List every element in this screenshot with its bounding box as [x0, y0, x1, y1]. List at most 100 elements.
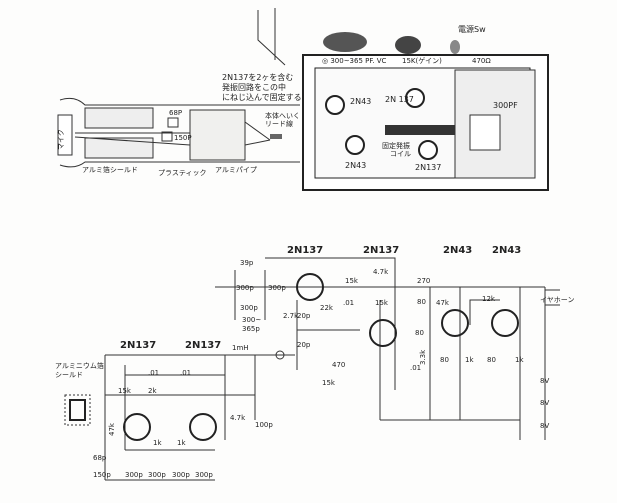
label-vc-365: 365p	[242, 325, 260, 333]
label-vc: ◎ 300~365 PF. VC	[322, 57, 387, 65]
transistor-2n43-a	[441, 309, 469, 337]
label-15k-c: 15k	[118, 387, 132, 395]
pickup-coil	[69, 399, 86, 421]
label-270: 270	[417, 277, 430, 285]
transistor-2n137-c	[123, 413, 151, 441]
label-2n137-c: 2N137	[120, 340, 156, 351]
label-300p-3: 300p	[172, 471, 190, 479]
label-8v-3: 8V	[540, 422, 549, 430]
gain-knob	[395, 36, 421, 54]
label-300p-c: 300p	[240, 304, 258, 312]
transistor-2n43-b	[345, 135, 365, 155]
label-2n137-amp: 2N137	[363, 245, 399, 256]
label-300p-a: 300p	[236, 284, 254, 292]
lead-wire	[270, 134, 282, 139]
label-coil: マイク	[57, 129, 65, 150]
label-300p-1: 300p	[125, 471, 143, 479]
label-power-sw: 電源Sw	[458, 25, 486, 34]
label-300p-4: 300p	[195, 471, 213, 479]
label-coil-2: コイル	[390, 150, 411, 158]
label-01-d: .01	[180, 369, 191, 377]
label-01-b: .01	[410, 364, 421, 372]
label-t1: 2N43	[350, 97, 371, 106]
transistor-2n43-a	[325, 95, 345, 115]
label-15k-b: 15k	[375, 299, 389, 307]
label-t4: 2N137	[415, 163, 441, 172]
label-80-a: 80	[417, 298, 426, 306]
label-1mh: 1mH	[232, 344, 249, 352]
label-470: 470	[332, 361, 345, 369]
oscillator-block	[189, 109, 246, 161]
label-2k: 2k	[148, 387, 157, 395]
label-1k-b: 1k	[515, 356, 524, 364]
transistor-2n43-b	[491, 309, 519, 337]
earphone-leads	[545, 289, 560, 306]
label-1k-a: 1k	[465, 356, 474, 364]
label-12k: 12k	[482, 295, 496, 303]
label-earphone: イヤホーン	[540, 296, 574, 304]
label-shield-1: アルミニウム箔	[55, 361, 104, 370]
label-68p: 68P	[169, 109, 182, 117]
label-shield-2: シールド	[55, 371, 83, 379]
label-20p-a: 20p	[297, 312, 311, 320]
label-4.7k-a: 4.7k	[373, 268, 389, 276]
label-4.7k-b: 4.7k	[230, 414, 246, 422]
label-22k: 22k	[320, 304, 334, 312]
transistor-2n137-d	[189, 413, 217, 441]
label-47k: 47k	[436, 299, 450, 307]
transistor-2n137-b	[418, 140, 438, 160]
probe-drawing: 2N137を2ヶを含む 発振回路をこの中 にねじ込んで固定する 68P 150P…	[57, 8, 302, 177]
label-300p-b: 300p	[268, 284, 286, 292]
transistor-2n137-amp	[369, 319, 397, 347]
label-8v-2: 8V	[540, 399, 549, 407]
label-150p: 150p	[93, 471, 111, 479]
note-line-2: 発振回路をこの中	[222, 82, 286, 92]
label-80-d: 80	[487, 356, 496, 364]
plastic-block-top	[84, 107, 154, 129]
label-gain: 15K(ゲイン)	[402, 56, 442, 65]
label-t3: 2N43	[345, 161, 366, 170]
label-vc-300: 300~	[242, 316, 261, 324]
pointer-lines	[257, 8, 286, 66]
connector-jack	[275, 350, 285, 360]
label-alu-pipe: アルミパイプ	[215, 166, 257, 174]
label-plastic: プラスティック	[158, 169, 206, 177]
plastic-block-bottom	[84, 137, 154, 159]
label-3.3k: 3.3k	[419, 349, 427, 365]
capacitor-150p	[161, 131, 173, 142]
label-2n43-a: 2N43	[443, 245, 472, 256]
label-68p: 68p	[93, 454, 107, 462]
label-01-a: .01	[343, 299, 354, 307]
oscillator-coil	[385, 125, 455, 135]
schematic: 2N137 2N137 2N43 2N43 2N137 2N137 39p 30…	[55, 245, 574, 481]
label-100p: 100p	[255, 421, 273, 429]
power-switch	[450, 40, 460, 54]
label-150p: 150P	[174, 134, 192, 142]
label-80-c: 80	[440, 356, 449, 364]
label-coil-1: 固定発振	[382, 141, 410, 150]
label-2.7k: 2.7k	[283, 312, 299, 320]
capacitor-68p	[167, 117, 179, 128]
label-foil-shield: アルミ箔シールド	[82, 165, 138, 174]
label-lead-1: 本体へいく	[265, 111, 300, 120]
label-1k-c: 1k	[153, 439, 162, 447]
label-470: 470Ω	[472, 57, 491, 65]
note-line-1: 2N137を2ヶを含む	[222, 72, 293, 82]
coil-box	[57, 114, 73, 156]
label-47k-b: 47k	[108, 422, 116, 436]
chassis-drawing: ◎ 300~365 PF. VC 15K(ゲイン) 470Ω 電源Sw 2N43…	[302, 25, 549, 191]
label-80-b: 80	[415, 329, 424, 337]
vc-knob	[323, 32, 367, 52]
label-20p-b: 20p	[297, 341, 311, 349]
label-01-c: .01	[148, 369, 159, 377]
capacitor-300pf	[469, 114, 501, 151]
label-39p: 39p	[240, 259, 254, 267]
label-2n43-b: 2N43	[492, 245, 521, 256]
label-15k-a: 15k	[345, 277, 359, 285]
label-1k-d: 1k	[177, 439, 186, 447]
label-2n137-osc: 2N137	[287, 245, 323, 256]
label-vr-15k: 15k	[322, 379, 336, 387]
label-lead-2: リード線	[265, 119, 293, 128]
